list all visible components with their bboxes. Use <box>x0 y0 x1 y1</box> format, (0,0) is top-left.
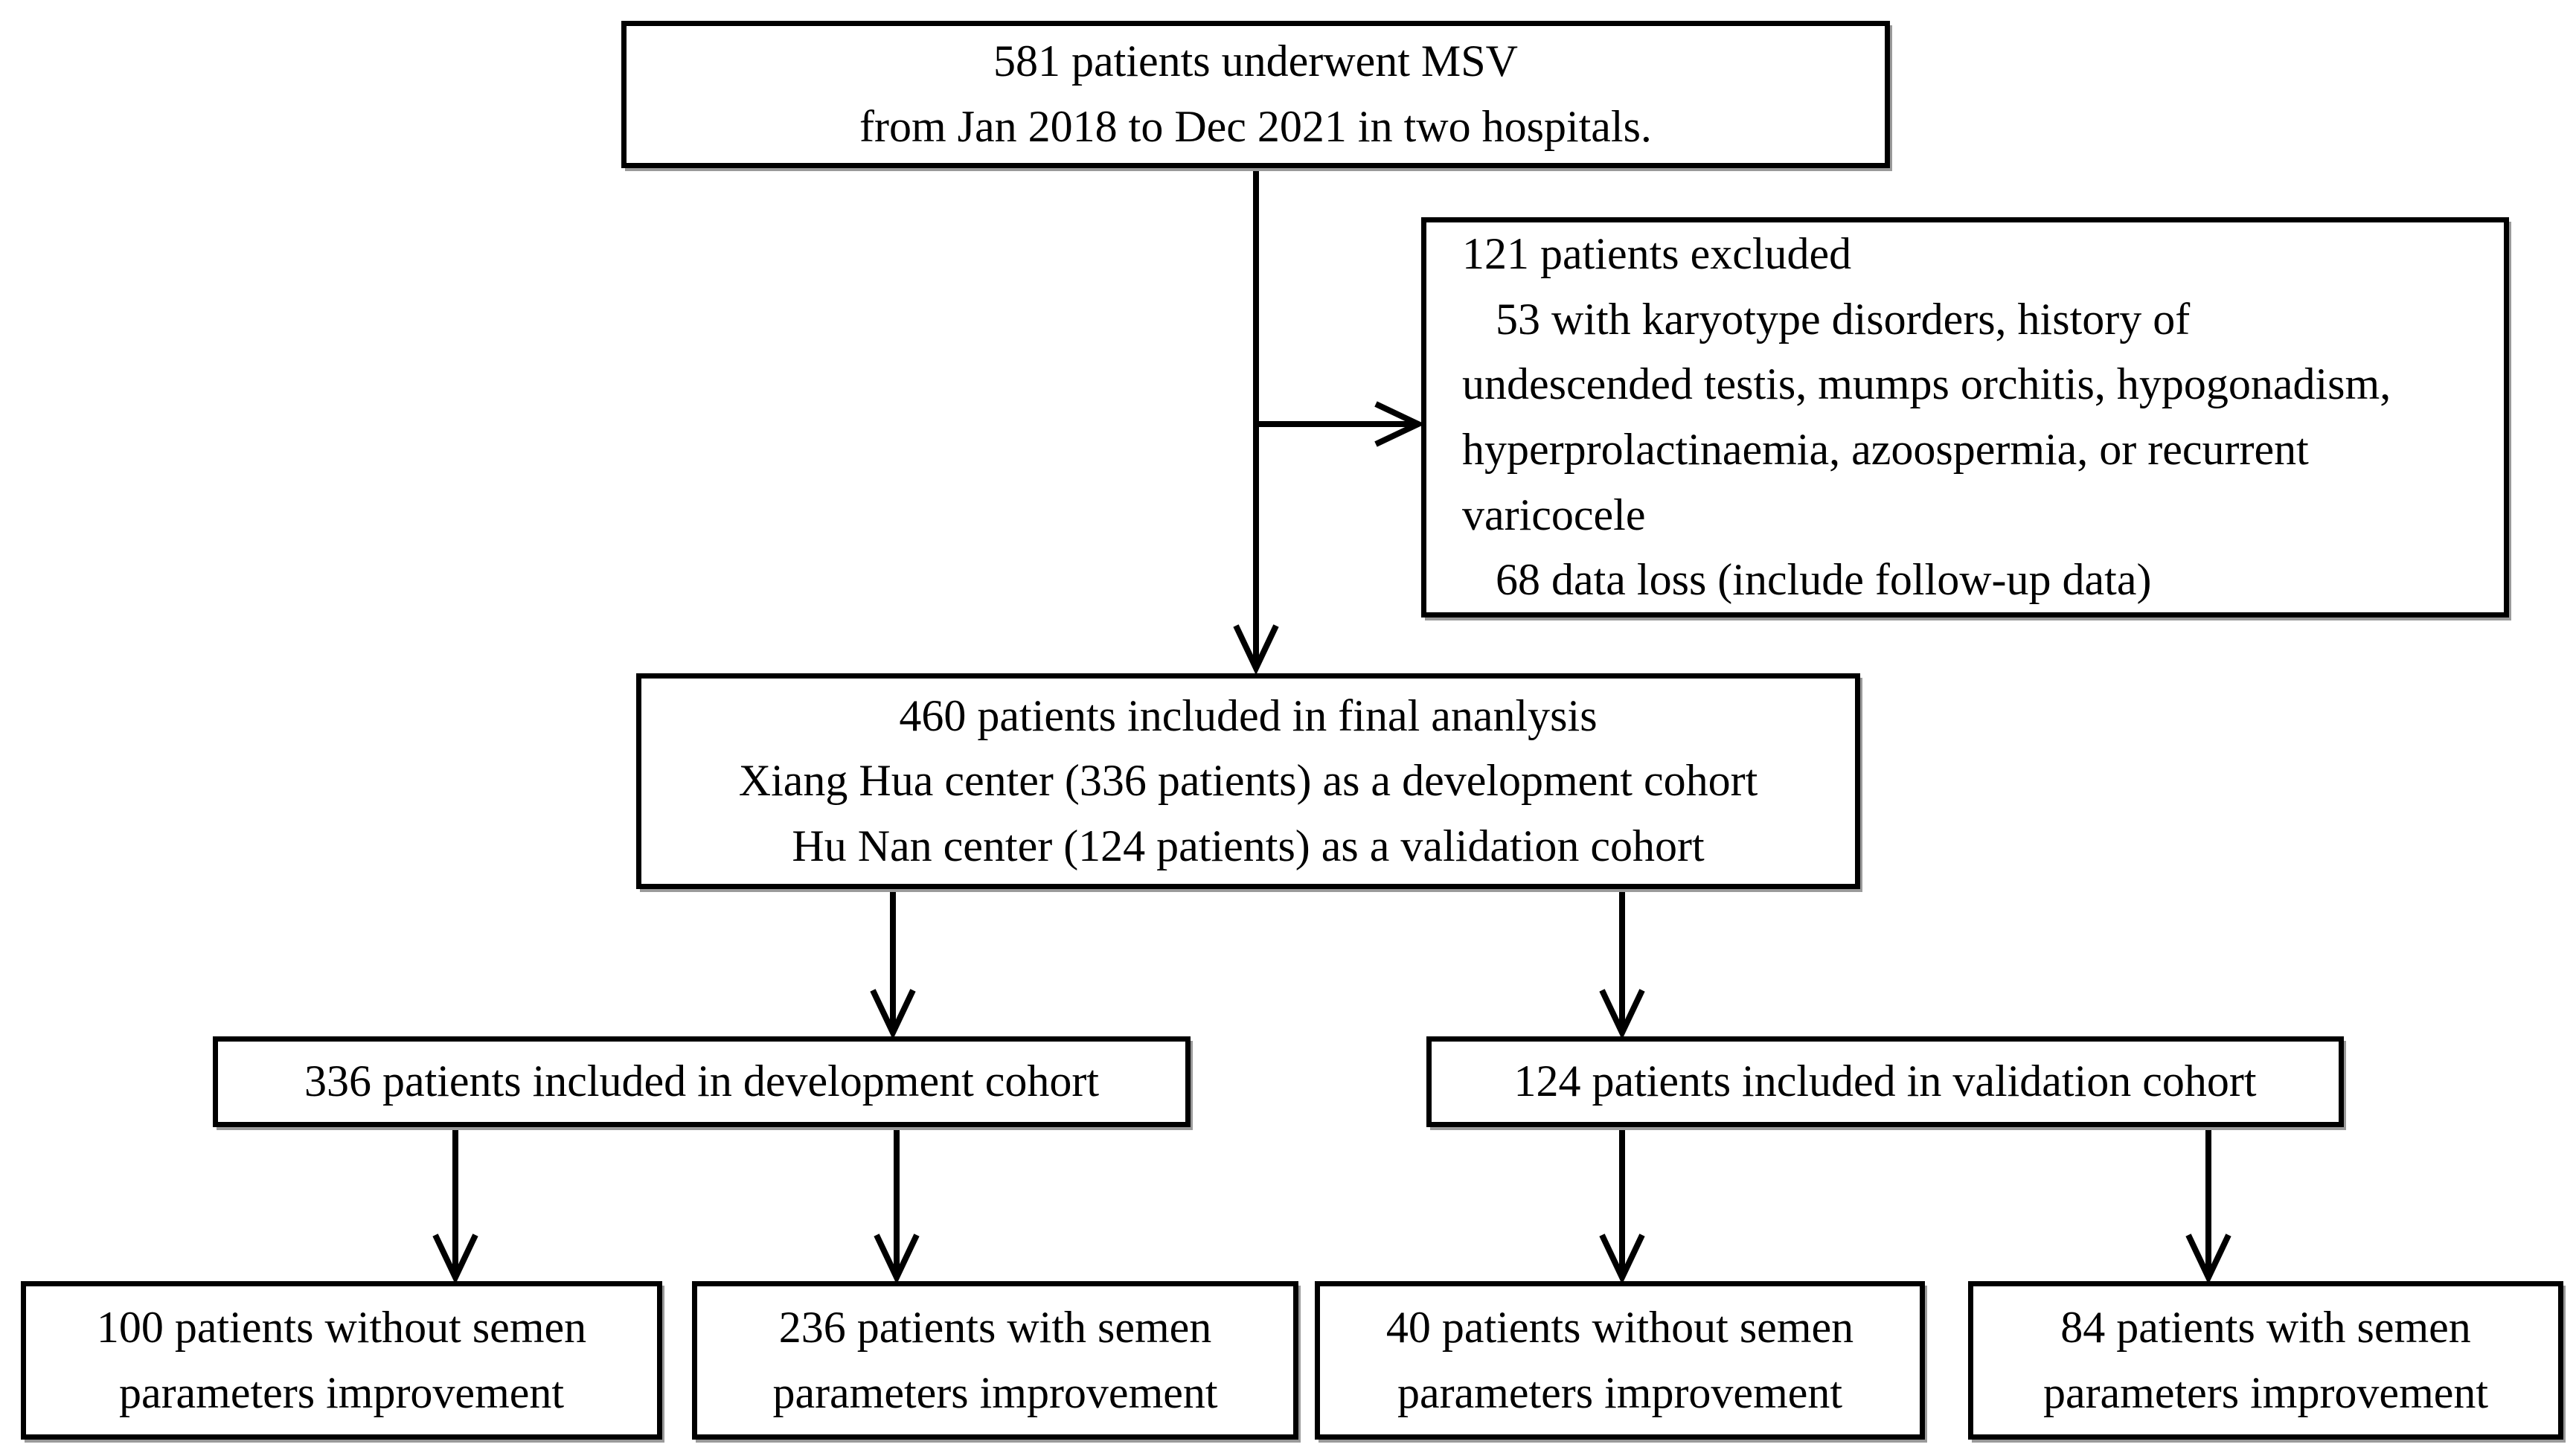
box-val-with-improvement: 84 patients with semen parameters improv… <box>1968 1281 2563 1440</box>
box-final-analysis: 460 patients included in final ananlysis… <box>636 673 1860 889</box>
box-validation-cohort-text: 124 patients included in validation coho… <box>1513 1056 2257 1106</box>
box-underwent-msv-text: 581 patients underwent MSV from Jan 2018… <box>859 36 1652 151</box>
box-dev-with-improvement-text: 236 patients with semen parameters impro… <box>772 1302 1218 1417</box>
box-val-without-improvement: 40 patients without semen parameters imp… <box>1315 1281 1925 1440</box>
arrow-dev-to-without <box>432 1127 478 1285</box>
arrow-dev-to-with <box>874 1127 920 1285</box>
box-validation-cohort: 124 patients included in validation coho… <box>1426 1036 2344 1127</box>
box-dev-without-improvement: 100 patients without semen parameters im… <box>21 1281 662 1440</box>
box-val-without-improvement-text: 40 patients without semen parameters imp… <box>1385 1302 1854 1417</box>
box-dev-with-improvement: 236 patients with semen parameters impro… <box>692 1281 1298 1440</box>
arrow-val-to-with <box>2185 1127 2231 1285</box>
arrow-val-to-without <box>1599 1127 1645 1285</box>
arrow-included-to-development <box>870 889 916 1040</box>
arrow-to-excluded <box>1256 401 1426 447</box>
arrow-top-to-included <box>1233 168 1279 676</box>
box-development-cohort-text: 336 patients included in development coh… <box>304 1056 1100 1106</box>
box-underwent-msv: 581 patients underwent MSV from Jan 2018… <box>621 21 1890 168</box>
arrow-included-to-validation <box>1599 889 1645 1040</box>
box-dev-without-improvement-text: 100 patients without semen parameters im… <box>96 1302 587 1417</box>
box-final-analysis-text: 460 patients included in final ananlysis… <box>738 690 1758 870</box>
box-development-cohort: 336 patients included in development coh… <box>213 1036 1191 1127</box>
box-excluded-text: 121 patients excluded 53 with karyotype … <box>1462 229 2391 605</box>
box-val-with-improvement-text: 84 patients with semen parameters improv… <box>2042 1302 2489 1417</box>
box-excluded: 121 patients excluded 53 with karyotype … <box>1421 217 2509 618</box>
